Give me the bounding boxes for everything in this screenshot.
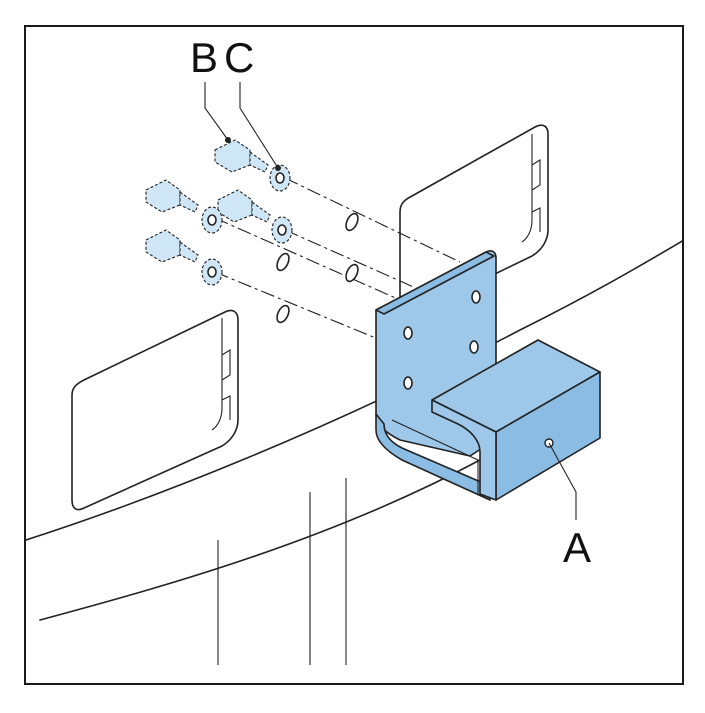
bracket-hole xyxy=(403,376,413,390)
right-panel-notches xyxy=(531,159,541,232)
right-panel-inner xyxy=(521,134,533,243)
screw xyxy=(214,139,269,173)
mounting-holes xyxy=(276,212,359,324)
leader-line-c xyxy=(239,82,279,169)
washer xyxy=(201,258,223,286)
bracket-a xyxy=(375,250,601,501)
left-panel-notches xyxy=(221,349,231,420)
label-a: A xyxy=(563,524,591,571)
right-panel xyxy=(399,124,549,321)
left-panel xyxy=(71,309,239,511)
label-c: C xyxy=(224,34,254,81)
washer xyxy=(201,206,223,234)
bracket-hole xyxy=(403,326,413,340)
bracket-hole xyxy=(469,340,479,354)
left-panel-inner xyxy=(211,318,223,431)
washer xyxy=(271,216,293,244)
leader-dot-b xyxy=(225,137,231,143)
screw xyxy=(145,229,199,263)
screw xyxy=(217,189,271,223)
screw xyxy=(145,179,199,213)
screw-set xyxy=(145,139,271,263)
washer-set xyxy=(201,164,293,286)
leader-line-b xyxy=(204,82,229,141)
bracket-hole xyxy=(471,290,481,304)
label-b: B xyxy=(190,34,218,81)
leader-dot-c xyxy=(275,165,281,171)
leader-line-a xyxy=(548,442,577,520)
base-lower-curve xyxy=(39,459,481,621)
washer xyxy=(269,164,291,192)
